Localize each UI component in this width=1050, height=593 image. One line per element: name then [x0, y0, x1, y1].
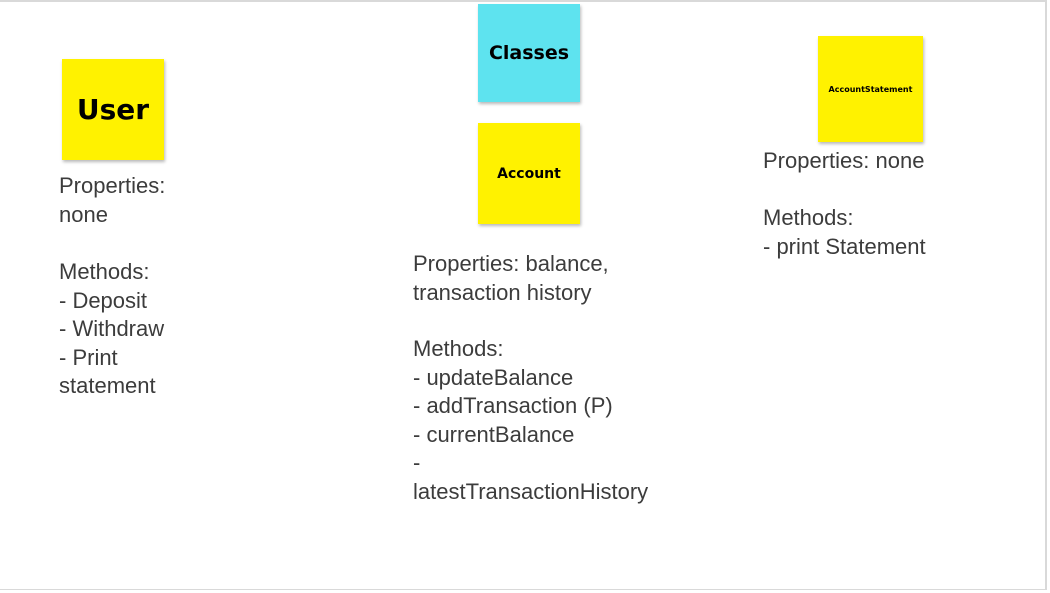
account-sticky-note[interactable]: Account	[478, 123, 580, 224]
accountstatement-sticky-label: AccountStatement	[828, 84, 913, 94]
account-methods-text: Methods: - updateBalance - addTransactio…	[413, 336, 649, 504]
classes-sticky-label: Classes	[488, 42, 570, 64]
accountstatement-sticky-note[interactable]: AccountStatement	[818, 36, 923, 142]
accountstatement-methods-text: Methods: - print Statement	[763, 205, 926, 259]
classes-sticky-note[interactable]: Classes	[478, 4, 580, 102]
account-properties-text: Properties: balance, transaction history	[413, 251, 609, 305]
user-sticky-label: User	[76, 93, 150, 126]
user-methods-text: Methods: - Deposit - Withdraw - Print st…	[59, 259, 165, 398]
accountstatement-properties-text: Properties: none	[763, 148, 925, 173]
user-properties-text: Properties: none	[59, 173, 166, 227]
account-sticky-label: Account	[497, 165, 561, 182]
user-sticky-note[interactable]: User	[62, 59, 164, 160]
